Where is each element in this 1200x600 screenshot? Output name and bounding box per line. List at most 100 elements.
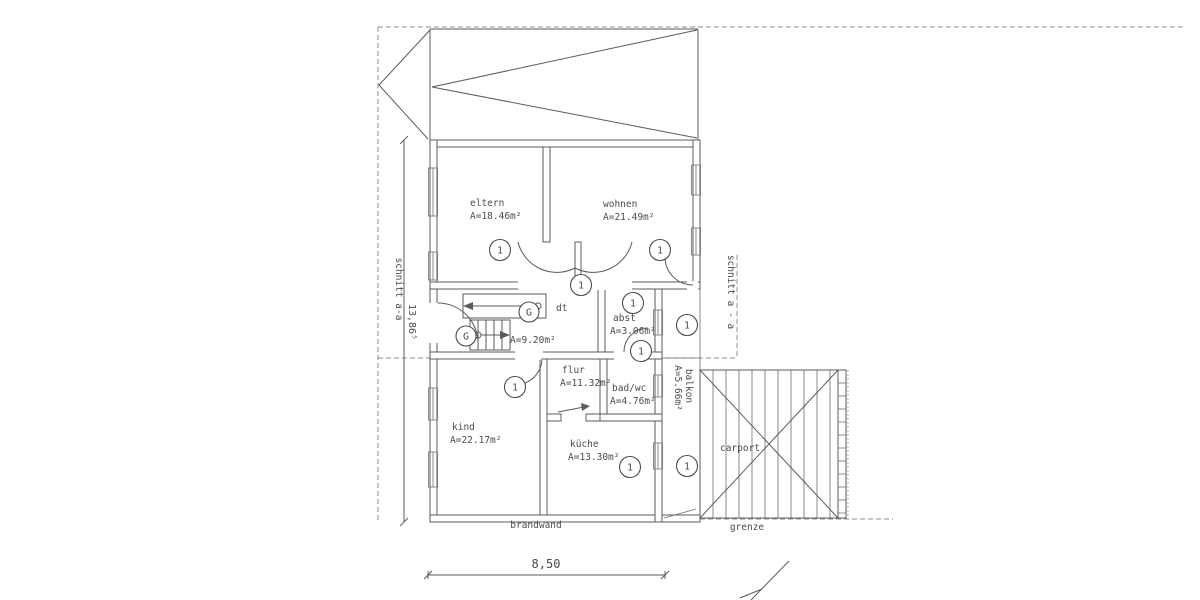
dim-tick-left-bottom: [399, 517, 409, 527]
roof-lines: [378, 28, 699, 140]
window-badwc: [653, 374, 663, 398]
clipped-symbol-line-1: [750, 560, 790, 600]
svg-text:1: 1: [684, 462, 690, 473]
window-wohnen-2: [691, 227, 701, 256]
room-area-badwc: A=4.76m²: [610, 396, 656, 407]
kueche-entry-arrowhead: [581, 403, 590, 411]
room-name-flur: flur: [562, 365, 585, 376]
dim-value-vertical: 13,86⁵: [406, 304, 417, 340]
roof-ridge-upper: [431, 29, 698, 88]
svg-text:1: 1: [512, 383, 518, 394]
door-opening-kind: [515, 351, 543, 360]
wall-badwc-bottom: [599, 413, 663, 422]
dim-value-horizontal: 8,50: [532, 557, 561, 571]
svg-text:G: G: [463, 332, 469, 343]
carport-ladder-rungs: [838, 382, 846, 514]
roof-ridge-lower: [431, 86, 698, 139]
room-labels: eltern A=18.46m² wohnen A=21.49m² dt A=9…: [450, 198, 764, 533]
door-arc-balkon: [664, 256, 694, 286]
room-area-wohnen: A=21.49m²: [603, 212, 654, 223]
window-eltern-2: [428, 251, 438, 281]
wall-balkon-bottom: [661, 514, 701, 523]
window-kind-1: [428, 387, 438, 421]
room-area-flur: A=11.32m²: [560, 378, 611, 389]
item-marker-landing: 1: [629, 339, 653, 363]
svg-text:G: G: [526, 308, 532, 319]
room-name-carport: carport: [720, 443, 760, 454]
label-grenze: grenze: [730, 522, 765, 533]
balkon-parapet-diagonal: [663, 508, 697, 519]
svg-text:1: 1: [497, 246, 503, 257]
carport-hatch-lines: [712, 370, 831, 518]
door-opening-eltern: [518, 281, 575, 290]
item-markers: 1 1 1 1 1 1 1 1 1 G G: [455, 238, 699, 479]
wall-badwc-left: [599, 358, 608, 422]
kueche-entry-arrow: [557, 406, 585, 413]
room-name-abst: abst: [613, 313, 636, 324]
stairs: [462, 293, 547, 351]
window-kind-2: [428, 451, 438, 488]
room-name-balkon: balkon: [683, 369, 694, 403]
room-area-eltern: A=18.46m²: [470, 211, 521, 222]
svg-text:1: 1: [627, 463, 633, 474]
item-marker-balkon-upper: 1: [675, 313, 699, 337]
room-area-kind: A=22.17m²: [450, 435, 501, 446]
door-arc-wohnen: [574, 241, 633, 273]
item-marker-balkon-lower: 1: [675, 454, 699, 478]
window-abst: [653, 309, 663, 336]
svg-text:1: 1: [657, 246, 663, 257]
room-name-kueche: küche: [570, 439, 599, 450]
room-name-kind: kind: [452, 422, 475, 433]
doors: [437, 241, 694, 413]
walls: [429, 139, 701, 523]
stair-marker-lower: G: [455, 325, 477, 347]
room-area-balkon: A=5.66m²: [672, 365, 683, 411]
dim-tick-bottom-left: [423, 570, 433, 580]
room-area-kueche: A=13.30m²: [568, 452, 619, 463]
door-opening-entry: [429, 303, 438, 343]
wall-kind-divider: [539, 358, 548, 516]
door-arc-badwc: [623, 327, 649, 353]
section-label-left: schnitt a-a: [393, 258, 404, 321]
door-arc-eltern: [517, 241, 576, 273]
svg-text:1: 1: [638, 347, 644, 358]
wall-exterior-right-upper: [692, 139, 701, 290]
clipped-symbol: [739, 560, 790, 600]
svg-text:1: 1: [630, 299, 636, 310]
walkline-arrow-upper: [463, 302, 473, 310]
svg-text:1: 1: [684, 321, 690, 332]
balkon-edges: [662, 289, 701, 519]
walkline-arrow-lower: [500, 331, 510, 339]
wall-kueche-top-b: [585, 413, 601, 422]
carport-ladder-strip: [837, 369, 847, 519]
carport-structure: [699, 369, 847, 519]
door-opening-wohnen: [581, 281, 632, 290]
item-marker-kind: 1: [503, 375, 527, 399]
window-kueche: [653, 442, 663, 470]
wall-abst-left: [597, 288, 606, 353]
clipped-symbol-line-2: [739, 588, 763, 599]
wall-eltern-wohnen: [542, 146, 551, 243]
wall-kueche-balkon: [654, 287, 663, 523]
window-eltern-1: [428, 167, 438, 217]
roof-gable-left: [378, 29, 431, 140]
window-wohnen-1: [691, 164, 701, 196]
svg-text:1: 1: [578, 281, 584, 292]
label-brandwand: brandwand: [510, 520, 561, 531]
dim-tick-left-top: [399, 135, 409, 145]
item-marker-abst: 1: [621, 291, 645, 315]
room-name-dt: dt: [556, 303, 567, 314]
room-area-abst: A=3.06m²: [610, 326, 656, 337]
carport-diagonal-2: [699, 369, 839, 519]
dimensions: 8,50 13,86⁵ schnitt a-a schnitt a - a: [393, 135, 736, 580]
room-name-wohnen: wohnen: [603, 199, 637, 210]
item-marker-eltern: 1: [488, 238, 512, 262]
door-opening-balkon: [687, 281, 698, 290]
section-label-right: schnitt a - a: [725, 255, 736, 329]
windows: [428, 164, 701, 488]
door-arc-entry: [437, 302, 479, 344]
item-marker-hall: 1: [569, 273, 593, 297]
dashed-lines: [377, 26, 1185, 523]
